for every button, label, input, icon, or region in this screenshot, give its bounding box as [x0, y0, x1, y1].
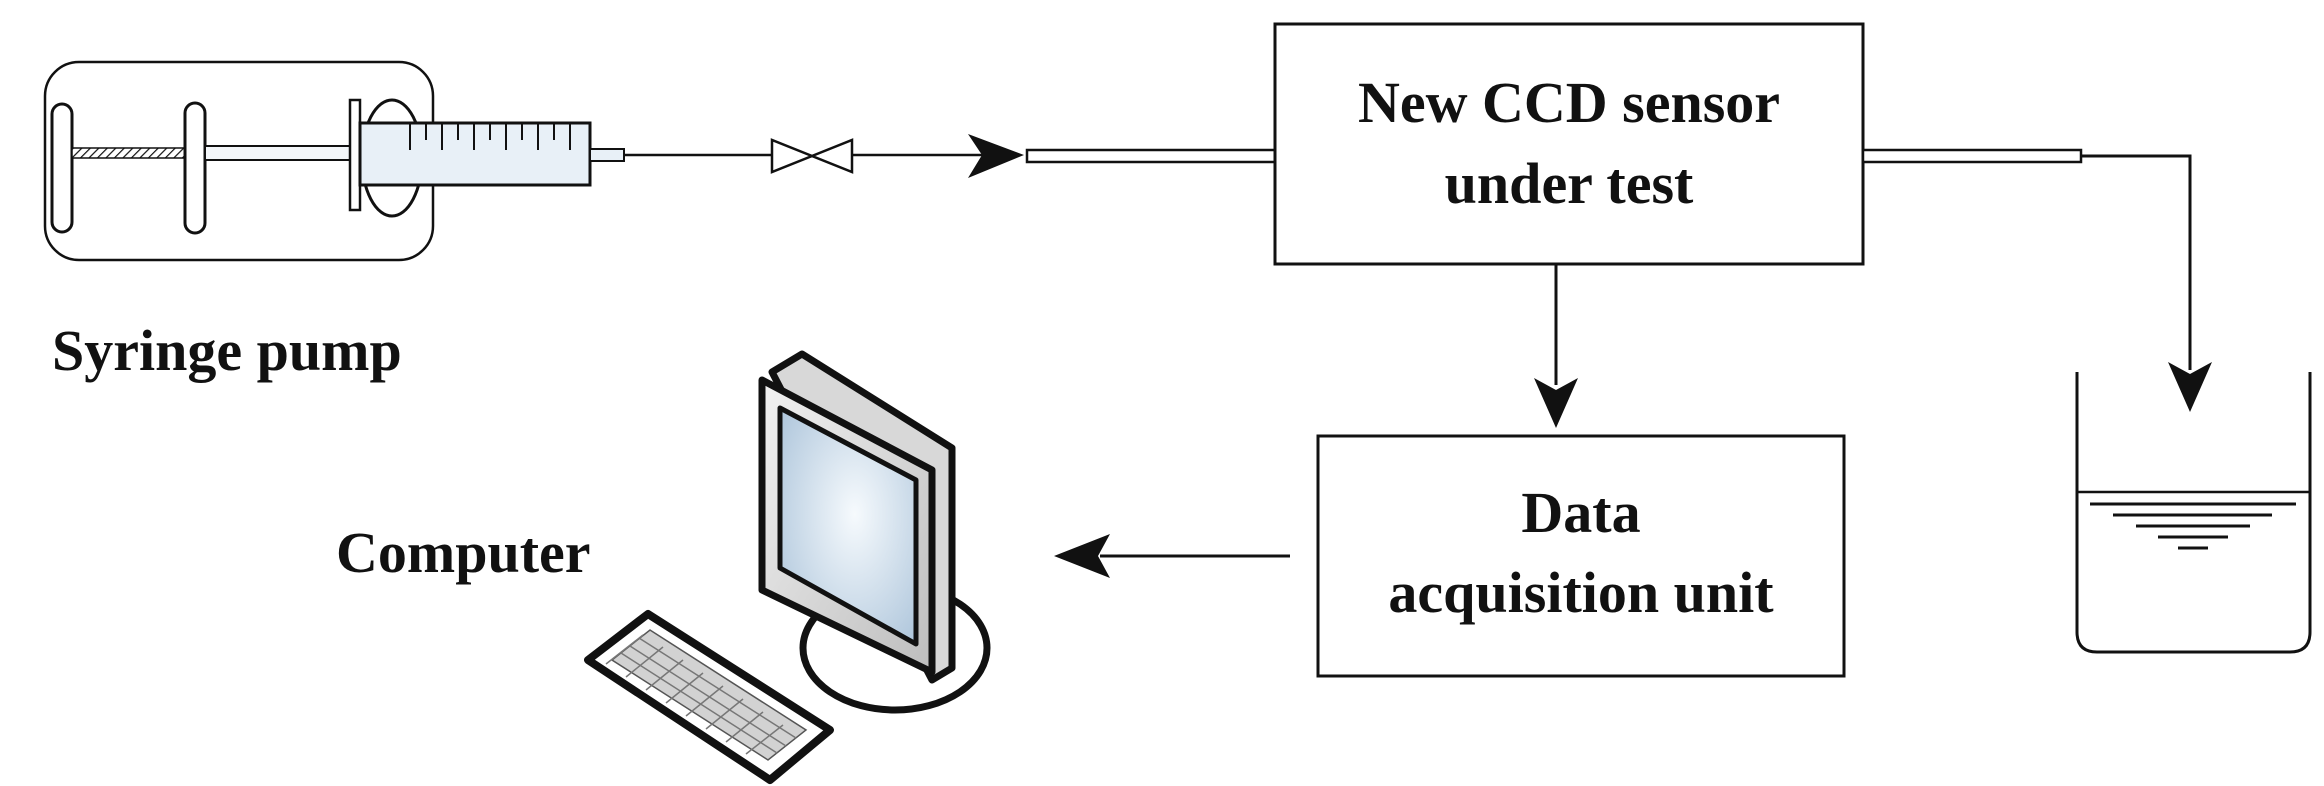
- daq-label-line1: Data: [1521, 480, 1640, 545]
- computer-icon: [584, 350, 991, 784]
- daq-label-line2: acquisition unit: [1388, 560, 1774, 625]
- tube-outlet-to-beaker: [2081, 154, 2192, 370]
- pump-carriage: [183, 101, 207, 235]
- keyboard-icon: [584, 610, 834, 784]
- valve-icon: [770, 138, 854, 174]
- pump-end-plate: [50, 102, 74, 234]
- keyboard-keys: [605, 634, 797, 755]
- ccd-sensor-label-line2: under test: [1445, 151, 1694, 216]
- signal-arrow-head-left: [1054, 534, 1110, 578]
- computer-label: Computer: [336, 520, 591, 585]
- sensor-inlet-pipe: [1025, 148, 1277, 164]
- sensor-outlet-pipe: [1861, 148, 2083, 164]
- beaker-ripple-lines: [2090, 502, 2296, 550]
- ccd-sensor-box: [1273, 22, 1865, 266]
- syringe-nozzle: [589, 148, 625, 162]
- syringe-pump-label: Syringe pump: [52, 318, 402, 383]
- ccd-sensor-label-line1: New CCD sensor: [1358, 70, 1780, 135]
- syringe-pump-icon: [43, 60, 625, 262]
- beaker-outline: [2075, 372, 2312, 654]
- flow-arrow-head: [968, 134, 1024, 178]
- syringe-plunger-rod: [204, 145, 356, 161]
- daq-unit-box: [1316, 434, 1846, 678]
- beaker-icon: [2075, 372, 2312, 654]
- syringe-graduations: [409, 123, 571, 150]
- monitor-screen: [777, 405, 919, 647]
- outlet-arrow-head: [2168, 362, 2212, 412]
- pump-lead-screw: [71, 147, 191, 159]
- signal-arrow-head-down: [1534, 378, 1578, 428]
